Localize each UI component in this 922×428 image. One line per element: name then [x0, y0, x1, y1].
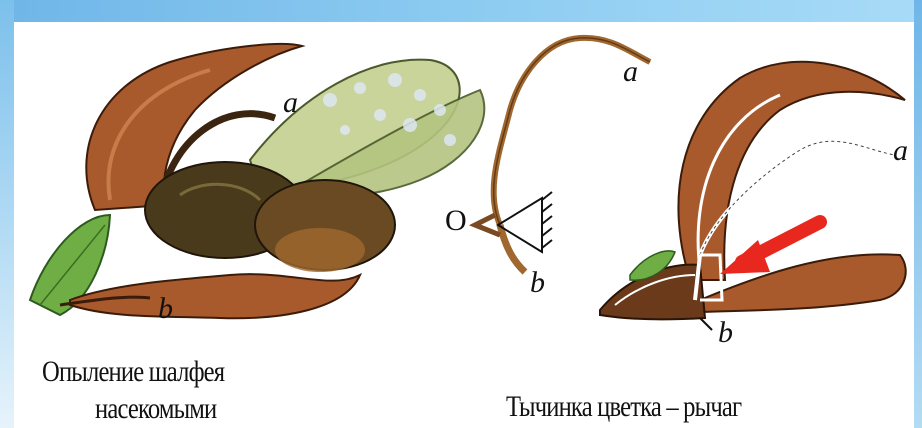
stamen-lower-arm [500, 225, 525, 272]
label-b-middle: b [530, 268, 545, 298]
sage-flower-with-bee [30, 44, 484, 318]
flower-cross-section [600, 62, 910, 330]
lower-petal [700, 254, 906, 312]
caption-right: Тычинка цветка – рычаг [506, 392, 741, 422]
hood-petal [678, 62, 905, 280]
label-a-right: a [893, 136, 908, 166]
caption-left-line2: насекомыми [95, 394, 216, 424]
label-b-left: b [158, 294, 173, 324]
label-b-right: b [718, 318, 733, 348]
label-o-pivot: O [445, 206, 467, 236]
label-a-middle: a [623, 57, 638, 87]
lower-lip [70, 274, 360, 318]
caption-left-line1: Опыление шалфея [42, 357, 224, 387]
label-a-left: a [283, 88, 298, 118]
